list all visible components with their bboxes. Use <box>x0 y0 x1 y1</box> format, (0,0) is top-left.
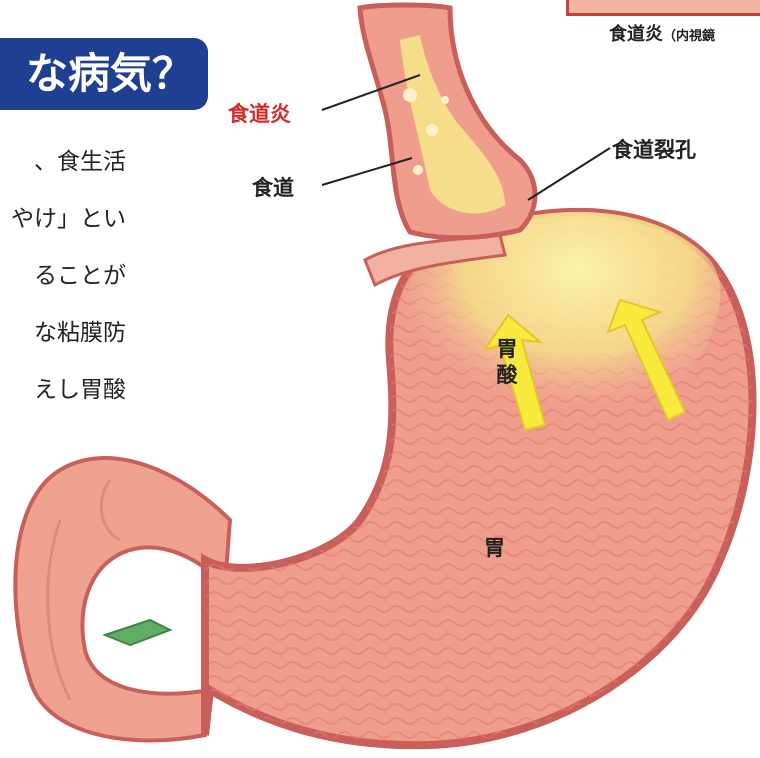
body-line: ることが <box>0 248 126 305</box>
body-text: 、食生活 やけ」とい ることが な粘膜防 えし胃酸 <box>0 134 126 419</box>
label-stomach: 胃 <box>484 532 505 562</box>
esophagus <box>360 5 535 238</box>
body-line: やけ」とい <box>0 191 126 248</box>
label-gastric-acid: 胃酸 <box>494 336 520 388</box>
body-line: えし胃酸 <box>0 362 126 419</box>
photo-caption-main: 食道炎 <box>609 24 663 45</box>
label-esophagitis: 食道炎 <box>228 98 291 128</box>
duodenum <box>15 458 230 740</box>
body-line: な粘膜防 <box>0 305 126 362</box>
title-banner: な病気？ <box>0 38 208 110</box>
label-esophagus: 食道 <box>252 172 294 202</box>
photo-caption-sub: （内視鏡 <box>663 29 715 44</box>
label-hiatus: 食道裂孔 <box>612 134 696 164</box>
stomach <box>205 212 753 745</box>
endoscope-photo <box>566 0 760 16</box>
body-line: 、食生活 <box>0 134 126 191</box>
photo-caption: 食道炎（内視鏡 <box>609 20 715 46</box>
